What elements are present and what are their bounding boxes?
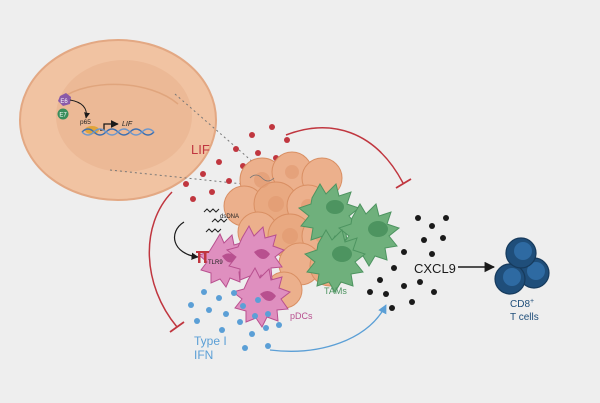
- tlr9-label: TLR9: [208, 260, 223, 266]
- dsdna-label: dsDNA: [220, 214, 239, 220]
- dsdna-fragments: [203, 208, 228, 233]
- cd8-tcells-icon: [494, 237, 550, 295]
- tam-cells: [297, 183, 401, 293]
- cxcl9-label: CXCL9: [414, 261, 456, 276]
- e6-to-p65-arrow: [69, 99, 90, 119]
- p65-label: p65: [80, 119, 91, 126]
- e7-label: E7: [59, 113, 67, 119]
- pdcs-label: pDCs: [290, 311, 313, 321]
- zoom-line-top: [174, 93, 263, 171]
- ifn-to-cxcl9-arrow: [269, 304, 387, 352]
- lif-label: LIF: [191, 142, 210, 157]
- ifn-label: IFN: [194, 348, 213, 362]
- tlr9-receptor-icon: [196, 251, 209, 263]
- tumor-dna-icon: [249, 174, 275, 182]
- tcells-label: T cells: [510, 312, 539, 323]
- zoom-line-bottom: [109, 169, 263, 187]
- cxcl9-dots: [367, 215, 449, 311]
- pdc-cells: [197, 224, 292, 328]
- e7-protein-icon: E7: [57, 108, 69, 120]
- left-inhibition-bar: [169, 321, 185, 333]
- ifn-dots: [188, 289, 282, 351]
- left-inhibition-arc: [148, 191, 178, 328]
- dna-helix-icon: [81, 128, 155, 136]
- e6-label: E6: [60, 99, 68, 105]
- type-i-label: Type I: [194, 334, 227, 348]
- lif-inhibition-bar: [395, 178, 412, 189]
- inset-cell: [19, 39, 217, 201]
- lif-dots: [183, 124, 290, 202]
- e6-protein-icon: E6: [58, 93, 71, 106]
- tams-label: TAMs: [324, 286, 347, 296]
- lif-inhibition-arc: [285, 127, 404, 184]
- lif-gene-label: LIF: [122, 121, 133, 128]
- dsdna-to-tlr9-arrow: [174, 221, 199, 260]
- cd8-label: CD8+: [510, 298, 534, 310]
